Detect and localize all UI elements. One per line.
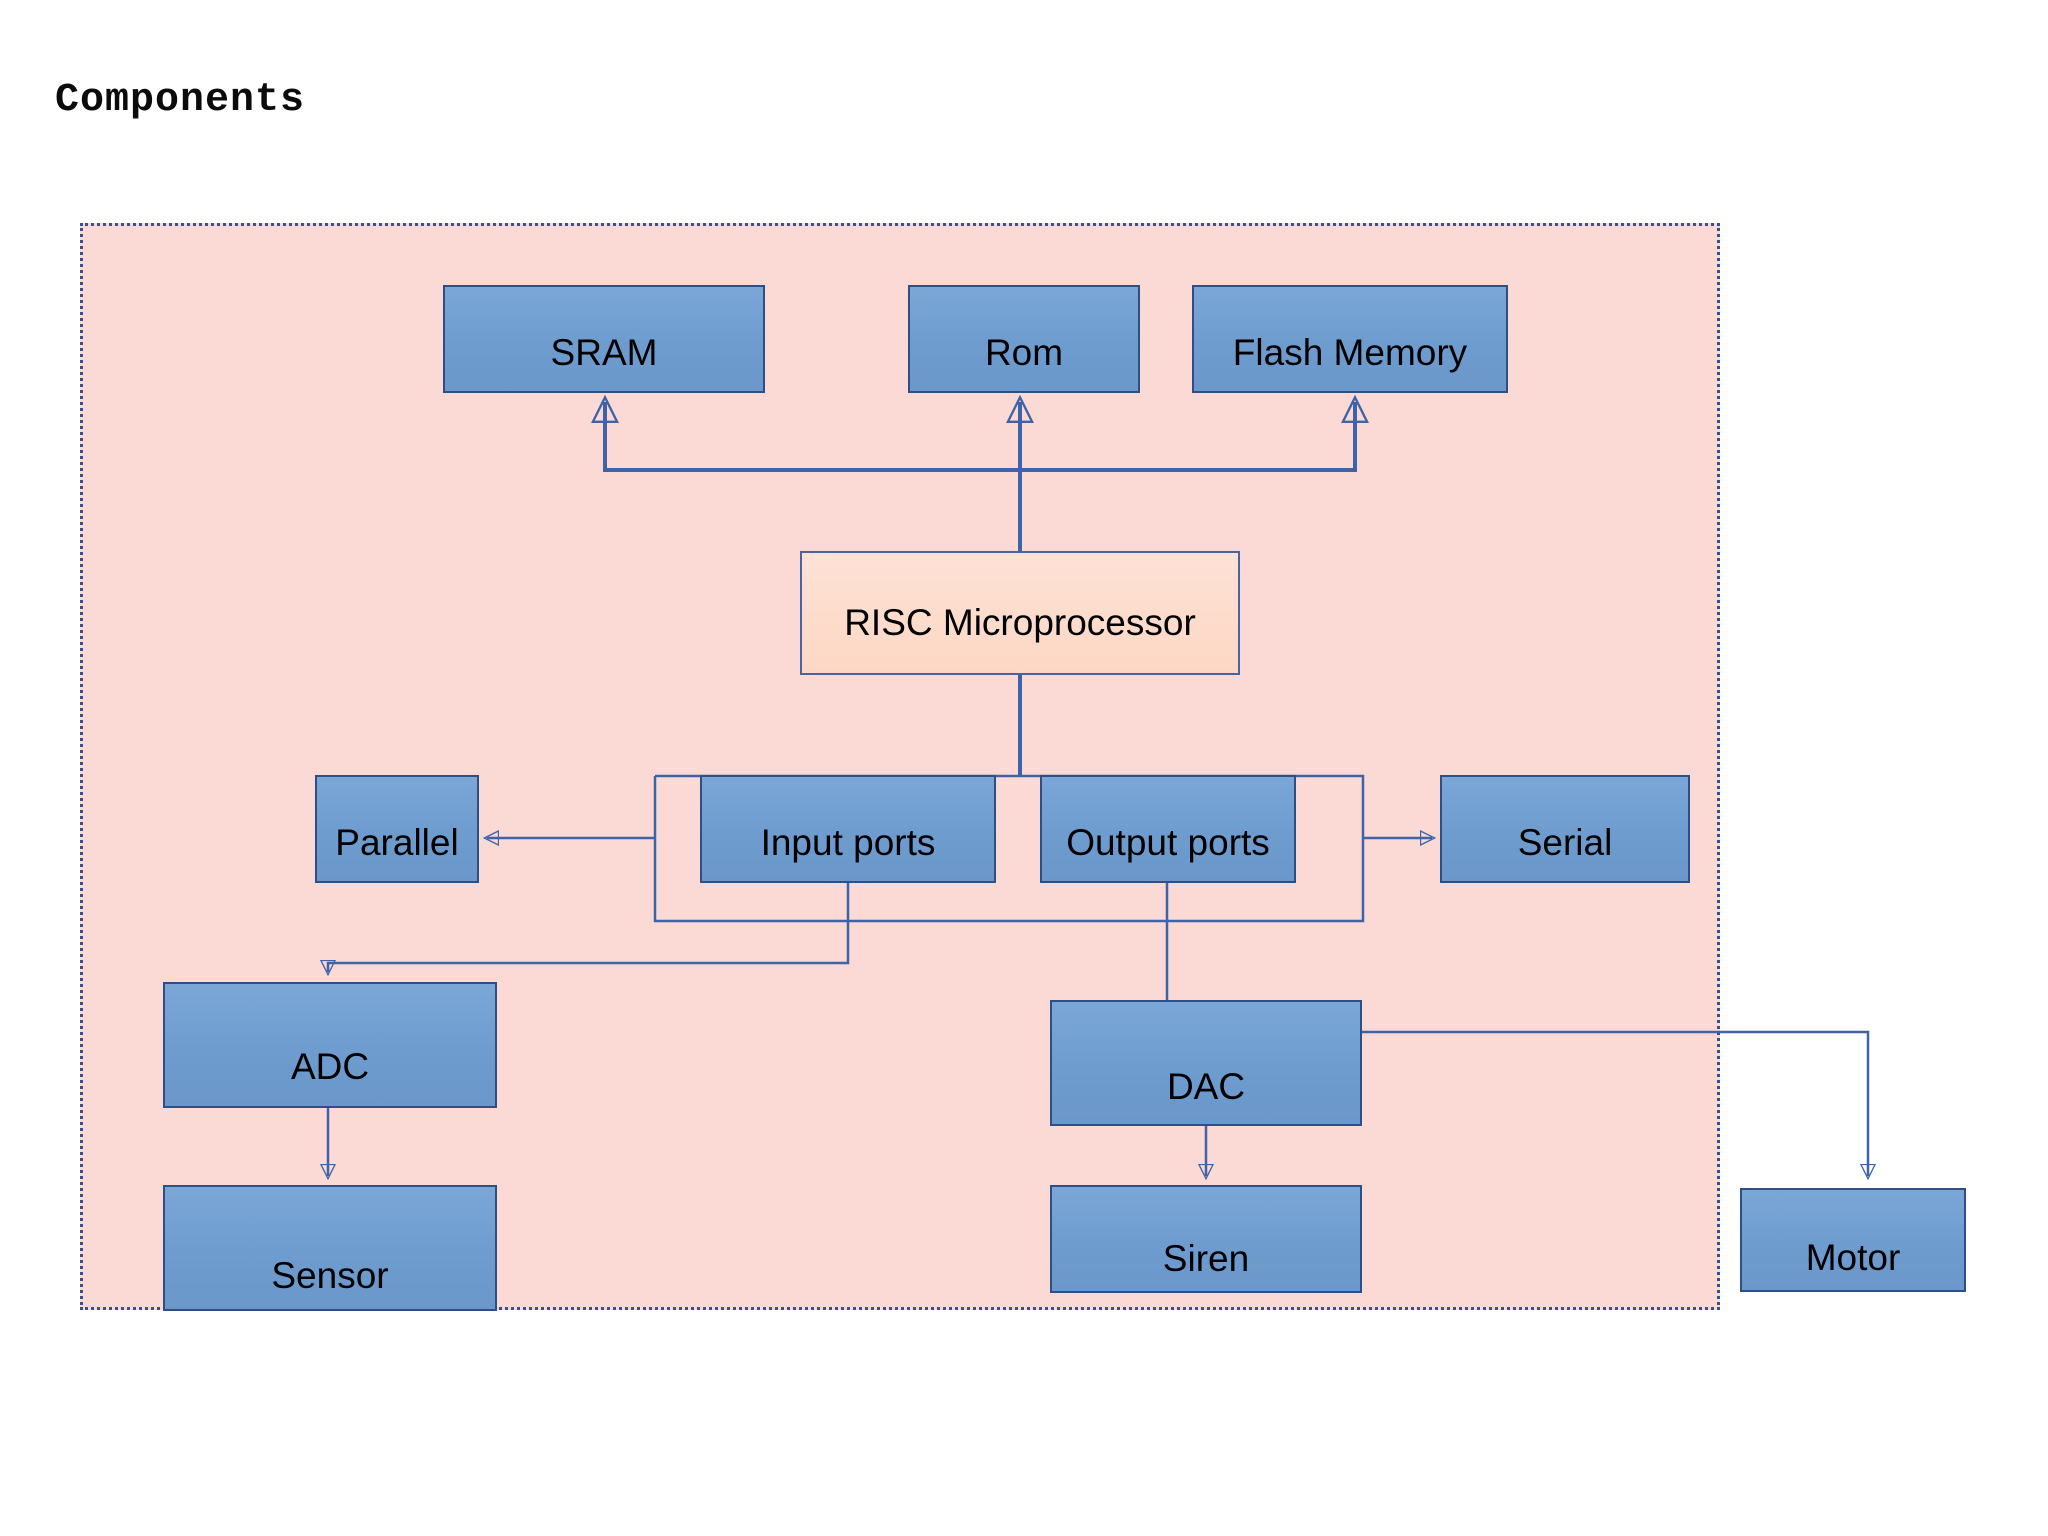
node-dac[interactable]: DAC bbox=[1050, 1000, 1362, 1126]
node-risc-microprocessor-label: RISC Microprocessor bbox=[844, 601, 1196, 643]
node-sensor[interactable]: Sensor bbox=[163, 1185, 497, 1311]
node-siren-label: Siren bbox=[1162, 1237, 1250, 1279]
node-output-ports[interactable]: Output ports bbox=[1040, 775, 1296, 883]
node-dac-label: DAC bbox=[1166, 1065, 1246, 1107]
node-sensor-label: Sensor bbox=[271, 1254, 389, 1296]
node-rom-label: Rom bbox=[984, 331, 1064, 373]
node-input-ports-label: Input ports bbox=[760, 821, 936, 863]
node-motor-label: Motor bbox=[1805, 1236, 1901, 1278]
node-flash-memory[interactable]: Flash Memory bbox=[1192, 285, 1508, 393]
node-serial-label: Serial bbox=[1517, 821, 1613, 863]
node-sram-label: SRAM bbox=[550, 331, 658, 373]
node-motor[interactable]: Motor bbox=[1740, 1188, 1966, 1292]
node-flash-memory-label: Flash Memory bbox=[1232, 331, 1468, 373]
node-adc[interactable]: ADC bbox=[163, 982, 497, 1108]
node-sram[interactable]: SRAM bbox=[443, 285, 765, 393]
node-adc-label: ADC bbox=[290, 1045, 370, 1087]
node-parallel[interactable]: Parallel bbox=[315, 775, 479, 883]
node-parallel-label: Parallel bbox=[335, 821, 459, 863]
node-siren[interactable]: Siren bbox=[1050, 1185, 1362, 1293]
node-output-ports-label: Output ports bbox=[1066, 821, 1270, 863]
node-input-ports[interactable]: Input ports bbox=[700, 775, 996, 883]
node-risc-microprocessor[interactable]: RISC Microprocessor bbox=[800, 551, 1240, 675]
page-title: Components bbox=[55, 78, 306, 123]
node-serial[interactable]: Serial bbox=[1440, 775, 1690, 883]
node-rom[interactable]: Rom bbox=[908, 285, 1140, 393]
